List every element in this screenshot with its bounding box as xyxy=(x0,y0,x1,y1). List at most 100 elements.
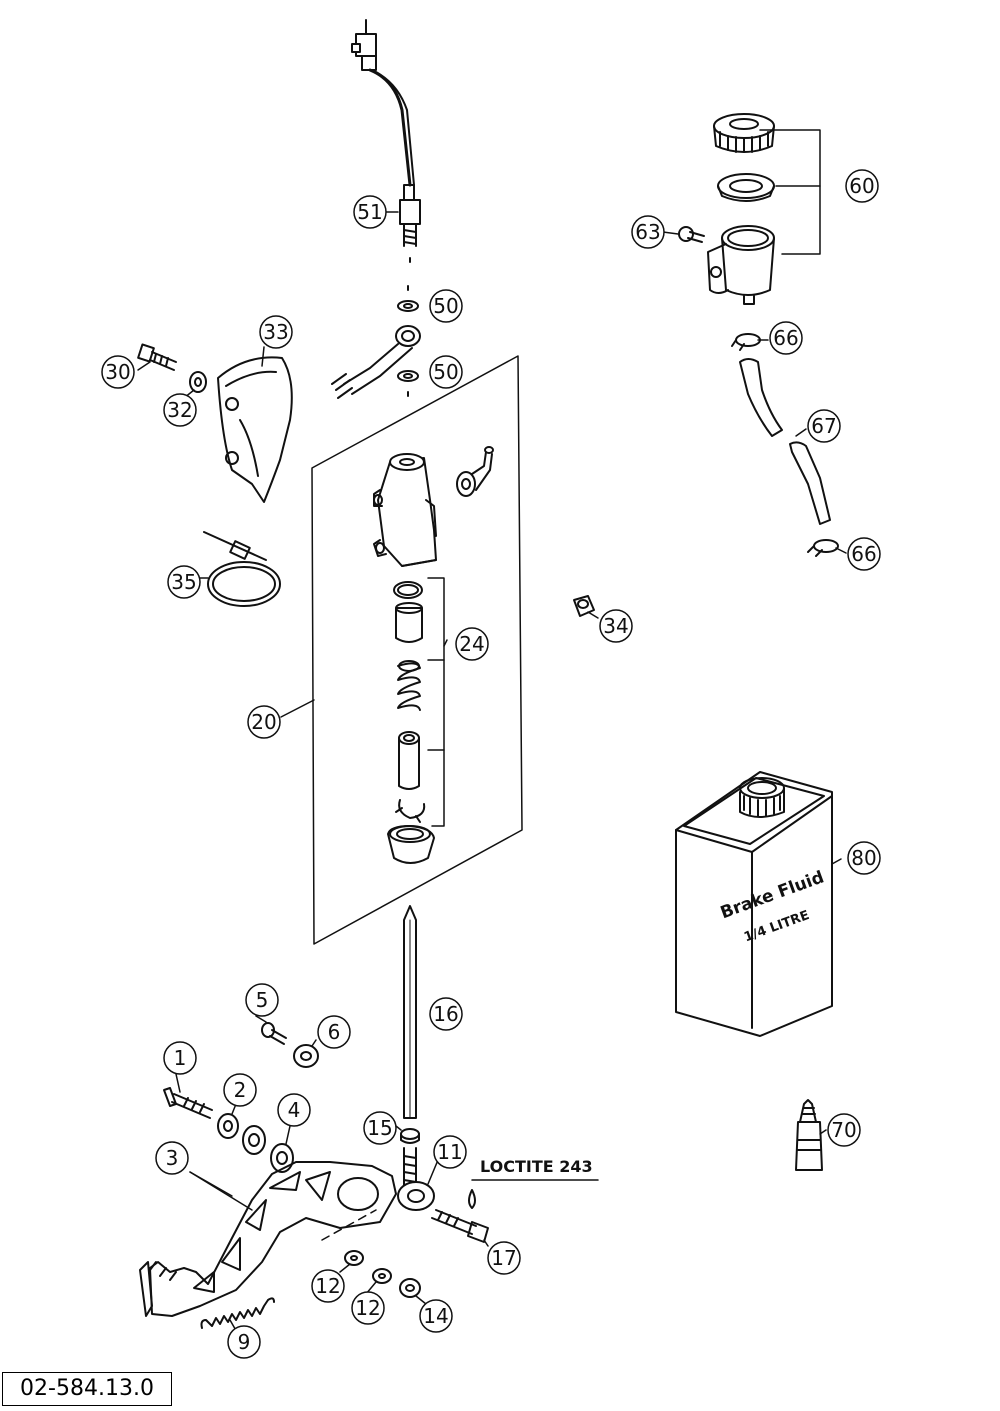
callout-16: 16 xyxy=(429,997,463,1031)
pivot-bolt-1-part xyxy=(163,1087,213,1119)
cable-tie-35-part xyxy=(203,531,281,607)
bolt-30-part xyxy=(137,343,177,371)
svg-text:30: 30 xyxy=(105,360,130,384)
callout-33: 33 xyxy=(259,315,293,349)
svg-text:15: 15 xyxy=(367,1116,392,1140)
kit-20-frame xyxy=(311,355,523,945)
reservoir-part xyxy=(707,225,775,305)
svg-text:66: 66 xyxy=(773,326,798,350)
master-cylinder-body-part xyxy=(373,453,437,567)
brake-light-switch-part xyxy=(351,19,421,263)
callout-80: 80 xyxy=(847,841,881,875)
callout-5: 5 xyxy=(245,983,279,1017)
svg-text:34: 34 xyxy=(603,614,628,638)
svg-text:3: 3 xyxy=(166,1146,179,1170)
loctite-bottle-70-part xyxy=(795,1099,823,1171)
diaphragm-part xyxy=(717,173,775,202)
callout-34: 34 xyxy=(599,609,633,643)
svg-text:35: 35 xyxy=(171,570,196,594)
screw-5-part xyxy=(261,1022,287,1045)
callout-20: 20 xyxy=(247,705,281,739)
kit-24-bracket xyxy=(427,577,445,827)
svg-text:12: 12 xyxy=(315,1274,340,1298)
spacer-6-part xyxy=(293,1044,319,1068)
callout-60: 60 xyxy=(845,169,879,203)
svg-text:2: 2 xyxy=(234,1078,247,1102)
banjo-fitting-and-washers xyxy=(331,285,421,399)
callout-30: 30 xyxy=(101,355,135,389)
svg-text:63: 63 xyxy=(635,220,660,244)
assembly-60-bracket xyxy=(759,129,821,255)
callout-66-lower: 66 xyxy=(847,537,881,571)
loctite-drop-icon xyxy=(468,1189,476,1209)
nut-14-part xyxy=(399,1278,421,1298)
svg-text:80: 80 xyxy=(851,846,876,870)
callout-15: 15 xyxy=(363,1111,397,1145)
callout-9: 9 xyxy=(227,1325,261,1359)
svg-text:17: 17 xyxy=(491,1246,516,1270)
callout-6: 6 xyxy=(317,1015,351,1049)
bolt-17-part xyxy=(431,1209,489,1243)
svg-text:51: 51 xyxy=(357,200,382,224)
callout-67: 67 xyxy=(807,409,841,443)
hose-67-part xyxy=(739,358,831,525)
callout-17: 17 xyxy=(487,1241,521,1275)
bushing-4-part xyxy=(242,1125,294,1173)
callout-11: 11 xyxy=(433,1135,467,1169)
svg-text:5: 5 xyxy=(256,988,269,1012)
callout-51: 51 xyxy=(353,195,387,229)
callout-50-upper: 50 xyxy=(429,289,463,323)
clevis-11-part xyxy=(397,1181,435,1211)
svg-text:16: 16 xyxy=(433,1002,458,1026)
callout-50-lower: 50 xyxy=(429,355,463,389)
callout-12-right: 12 xyxy=(351,1291,385,1325)
svg-text:66: 66 xyxy=(851,542,876,566)
svg-text:11: 11 xyxy=(437,1140,462,1164)
elbow-fitting-part xyxy=(456,446,494,497)
svg-text:70: 70 xyxy=(831,1118,856,1142)
svg-text:20: 20 xyxy=(251,710,276,734)
svg-text:33: 33 xyxy=(263,320,288,344)
svg-text:6: 6 xyxy=(328,1020,341,1044)
hose-clamp-66-part xyxy=(731,333,761,351)
callout-14: 14 xyxy=(419,1299,453,1333)
svg-text:32: 32 xyxy=(167,398,192,422)
callout-66-upper: 66 xyxy=(769,321,803,355)
callout-1: 1 xyxy=(163,1041,197,1075)
document-number: 02-584.13.0 xyxy=(2,1372,172,1406)
plug-34-part xyxy=(573,595,595,617)
svg-text:4: 4 xyxy=(288,1098,301,1122)
callout-63: 63 xyxy=(631,215,665,249)
brake-pedal-3-part xyxy=(139,1161,397,1317)
callout-3: 3 xyxy=(155,1141,189,1175)
callout-70: 70 xyxy=(827,1113,861,1147)
nut-32-part xyxy=(189,371,207,393)
washer-12-part xyxy=(344,1250,392,1284)
callout-12-left: 12 xyxy=(311,1269,345,1303)
callout-2: 2 xyxy=(223,1073,257,1107)
cover-33-part xyxy=(217,356,293,503)
piston-kit-24-parts xyxy=(387,581,435,864)
callout-32: 32 xyxy=(163,393,197,427)
hose-clamp-66b-part xyxy=(807,539,839,557)
washer-2-part xyxy=(217,1113,239,1139)
svg-text:1: 1 xyxy=(174,1046,187,1070)
svg-text:50: 50 xyxy=(433,294,458,318)
callout-24: 24 xyxy=(455,627,489,661)
svg-text:14: 14 xyxy=(423,1304,448,1328)
loctite-note: LOCTITE 243 xyxy=(480,1157,593,1176)
svg-text:12: 12 xyxy=(355,1296,380,1320)
svg-text:67: 67 xyxy=(811,414,836,438)
callout-35: 35 xyxy=(167,565,201,599)
screw-63-part xyxy=(678,226,705,243)
reservoir-cap-part xyxy=(713,113,775,153)
svg-text:9: 9 xyxy=(238,1330,251,1354)
brake-fluid-can-part xyxy=(675,771,833,1037)
push-rod-16-part xyxy=(400,905,420,1191)
svg-text:50: 50 xyxy=(433,360,458,384)
svg-text:24: 24 xyxy=(459,632,484,656)
spring-9-part xyxy=(200,1297,275,1329)
svg-text:60: 60 xyxy=(849,174,874,198)
callout-4: 4 xyxy=(277,1093,311,1127)
